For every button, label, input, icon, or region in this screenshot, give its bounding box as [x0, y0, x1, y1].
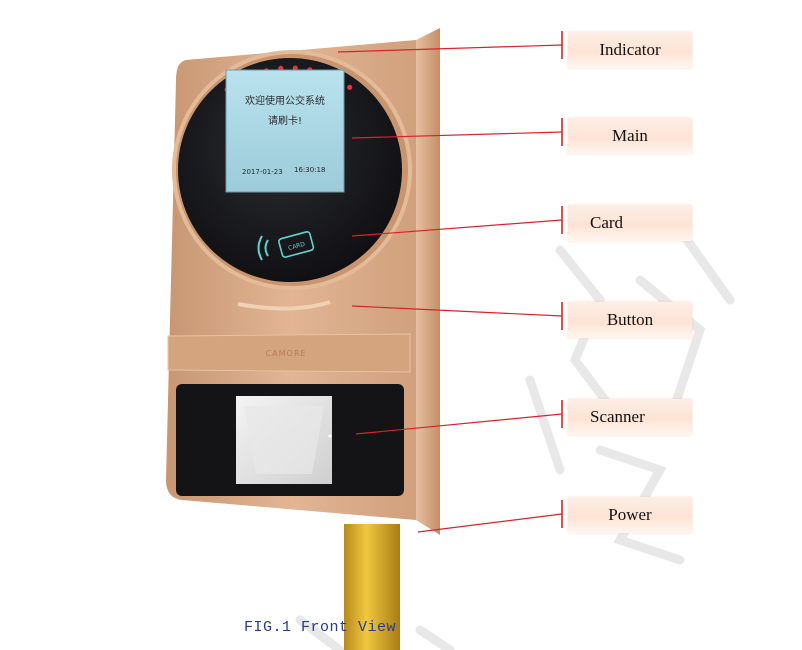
indicator-led — [292, 65, 298, 71]
contactless-wave-icon — [257, 235, 263, 261]
callout-line-card — [351, 219, 563, 237]
callout-label-card: Card — [568, 205, 692, 241]
callout-lines — [337, 31, 563, 533]
screen-date: 2017-01-23 — [242, 168, 283, 176]
card-icon — [278, 231, 315, 258]
brand-logo-text: CAMORE — [266, 349, 307, 358]
main-screen: 欢迎使用公交系统 请刷卡! 2017-01-23 16:30:18 — [225, 69, 345, 193]
callout-label-indicator: Indicator — [568, 32, 692, 68]
screen-line-2: 请刷卡! — [268, 114, 302, 127]
callout-label-button: Button — [568, 302, 692, 338]
figure-caption: FIG.1 Front View — [244, 619, 397, 636]
callout-line-scanner — [355, 413, 563, 435]
indicator-led — [347, 84, 353, 90]
screen-time: 16:30:18 — [294, 166, 325, 174]
card-badge-text: CARD — [287, 241, 306, 252]
callout-line-power — [417, 513, 563, 533]
brand-band: CAMORE — [167, 333, 411, 373]
callout-label-main: Main — [568, 118, 692, 154]
device-side — [416, 28, 440, 535]
mounting-pole — [344, 524, 400, 650]
scanner-panel — [176, 384, 404, 496]
card-reader: CARD — [257, 231, 315, 261]
button-strip — [237, 300, 331, 311]
callout-label-scanner: Scanner — [568, 399, 692, 435]
callout-line-indicator — [337, 44, 563, 53]
callout-line-button — [351, 305, 563, 317]
screen-line-1: 欢迎使用公交系统 — [245, 94, 325, 107]
callout-label-power: Power — [568, 497, 692, 533]
callout-line-main — [351, 131, 563, 139]
